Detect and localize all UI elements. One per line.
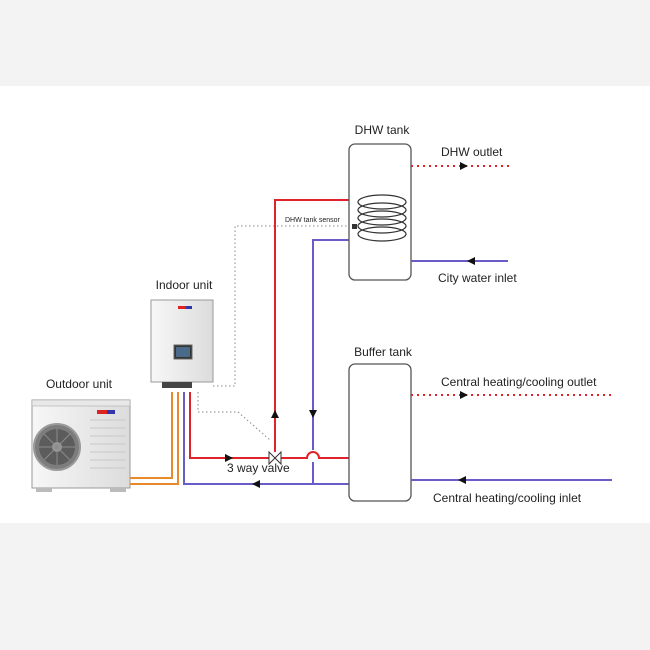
signal-lines [197,225,355,441]
refrigerant-pipes [130,392,179,485]
buffer-tank [348,363,412,502]
three-way-valve-label: 3 way valve [227,461,290,475]
dhw-tank-label: DHW tank [355,123,411,137]
arrow-heating-flow [225,454,233,462]
heating-flow-pipe [189,392,349,459]
buffer-tank-label: Buffer tank [354,345,413,359]
arrow-dhw-return-down [309,410,317,418]
dhw-return-pipe [312,239,362,484]
arrow-central-inlet [458,476,466,484]
indoor-unit-label: Indoor unit [156,278,213,292]
background-band-top [0,0,650,86]
outdoor-unit-label: Outdoor unit [46,377,113,391]
heating-return-pipe [183,392,349,485]
central-outlet-label: Central heating/cooling outlet [441,375,597,389]
dhw-tank-sensor-label: DHW tank sensor [285,217,341,224]
city-water-inlet-label: City water inlet [438,271,517,285]
arrow-dhw-flow-up [271,410,279,418]
central-inlet-label: Central heating/cooling inlet [433,491,582,505]
three-way-valve-icon [268,450,282,466]
arrow-central-outlet [460,391,468,399]
background-band-bottom [0,523,650,650]
dhw-outlet-label: DHW outlet [441,145,503,159]
indoor-unit [150,299,214,388]
dhw-tank [348,143,412,281]
coil-icon [357,194,407,242]
dhw-flow-pipe [274,199,362,452]
arrow-dhw-outlet [460,162,468,170]
arrow-city-inlet [467,257,475,265]
outdoor-unit [31,399,131,492]
flow-arrows [225,162,475,488]
arrow-heating-return [252,480,260,488]
